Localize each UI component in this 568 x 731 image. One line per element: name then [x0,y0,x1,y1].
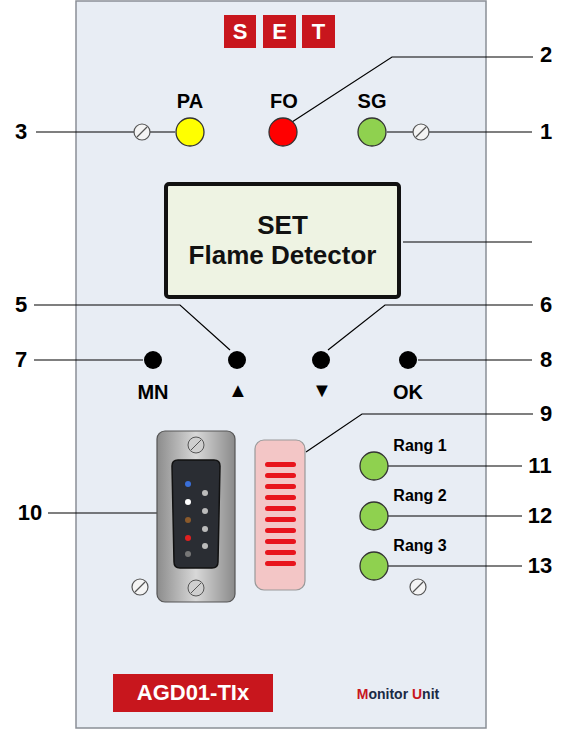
logo-letter-box-text: E [272,19,287,44]
callout-number: 5 [15,294,27,316]
led-label: SG [358,91,387,111]
bar-graph [255,440,305,590]
callout-number: 9 [540,403,552,425]
bar-segment [265,561,296,566]
screw [132,579,148,595]
led-red [269,118,297,146]
callout-number: 3 [15,121,27,143]
callout-number: 7 [15,349,27,371]
callout-number: 11 [528,455,551,477]
bar-segment [265,517,296,522]
logo-letter-box-text: S [233,19,248,44]
led-label: PA [177,91,203,111]
screw [413,124,429,140]
bar-segment [265,495,296,500]
led-label: FO [270,91,298,111]
callout-number: 6 [540,294,552,316]
screw [134,124,150,140]
led-green [360,502,388,530]
screw [410,579,426,595]
lcd-display-text: SET Flame Detector [189,211,377,271]
button-label: MN [137,382,168,402]
bar-segment [265,506,296,511]
range-label: Rang 3 [393,538,446,554]
callout-number: 8 [540,349,552,371]
button [228,351,246,369]
model-label-box-text: AGD01-TIx [137,680,249,705]
callout-number: 2 [540,44,552,66]
range-label: Rang 2 [393,488,446,504]
bar-segment [265,528,296,533]
led-yellow [176,118,204,146]
bar-segment [265,462,296,467]
db9-connector [157,431,235,602]
logo-letter-box: E [263,15,296,48]
button-label: OK [393,382,423,402]
lcd-display: SET Flame Detector [164,182,401,299]
button-symbol: ▼ [312,380,332,400]
logo-letter-box: T [302,15,335,48]
callout-number: 1 [540,121,552,143]
led-green [360,552,388,580]
button [312,351,330,369]
model-label-box: AGD01-TIx [113,674,273,712]
bar-segment [265,550,296,555]
button [144,351,162,369]
led-green [358,118,386,146]
unit-caption: Monitor Unit [357,687,439,701]
bar-segment [265,473,296,478]
front-panel [76,1,486,728]
button [399,351,417,369]
bar-segment [265,484,296,489]
logo-letter-box: S [224,15,256,48]
bar-segment [265,539,296,544]
callout-number: 12 [528,505,552,527]
range-label: Rang 1 [393,438,446,454]
callout-number: 10 [18,502,42,524]
button-symbol: ▲ [228,380,248,400]
callout-number: 13 [528,555,552,577]
logo-letter-box-text: T [312,19,325,44]
led-green [360,452,388,480]
